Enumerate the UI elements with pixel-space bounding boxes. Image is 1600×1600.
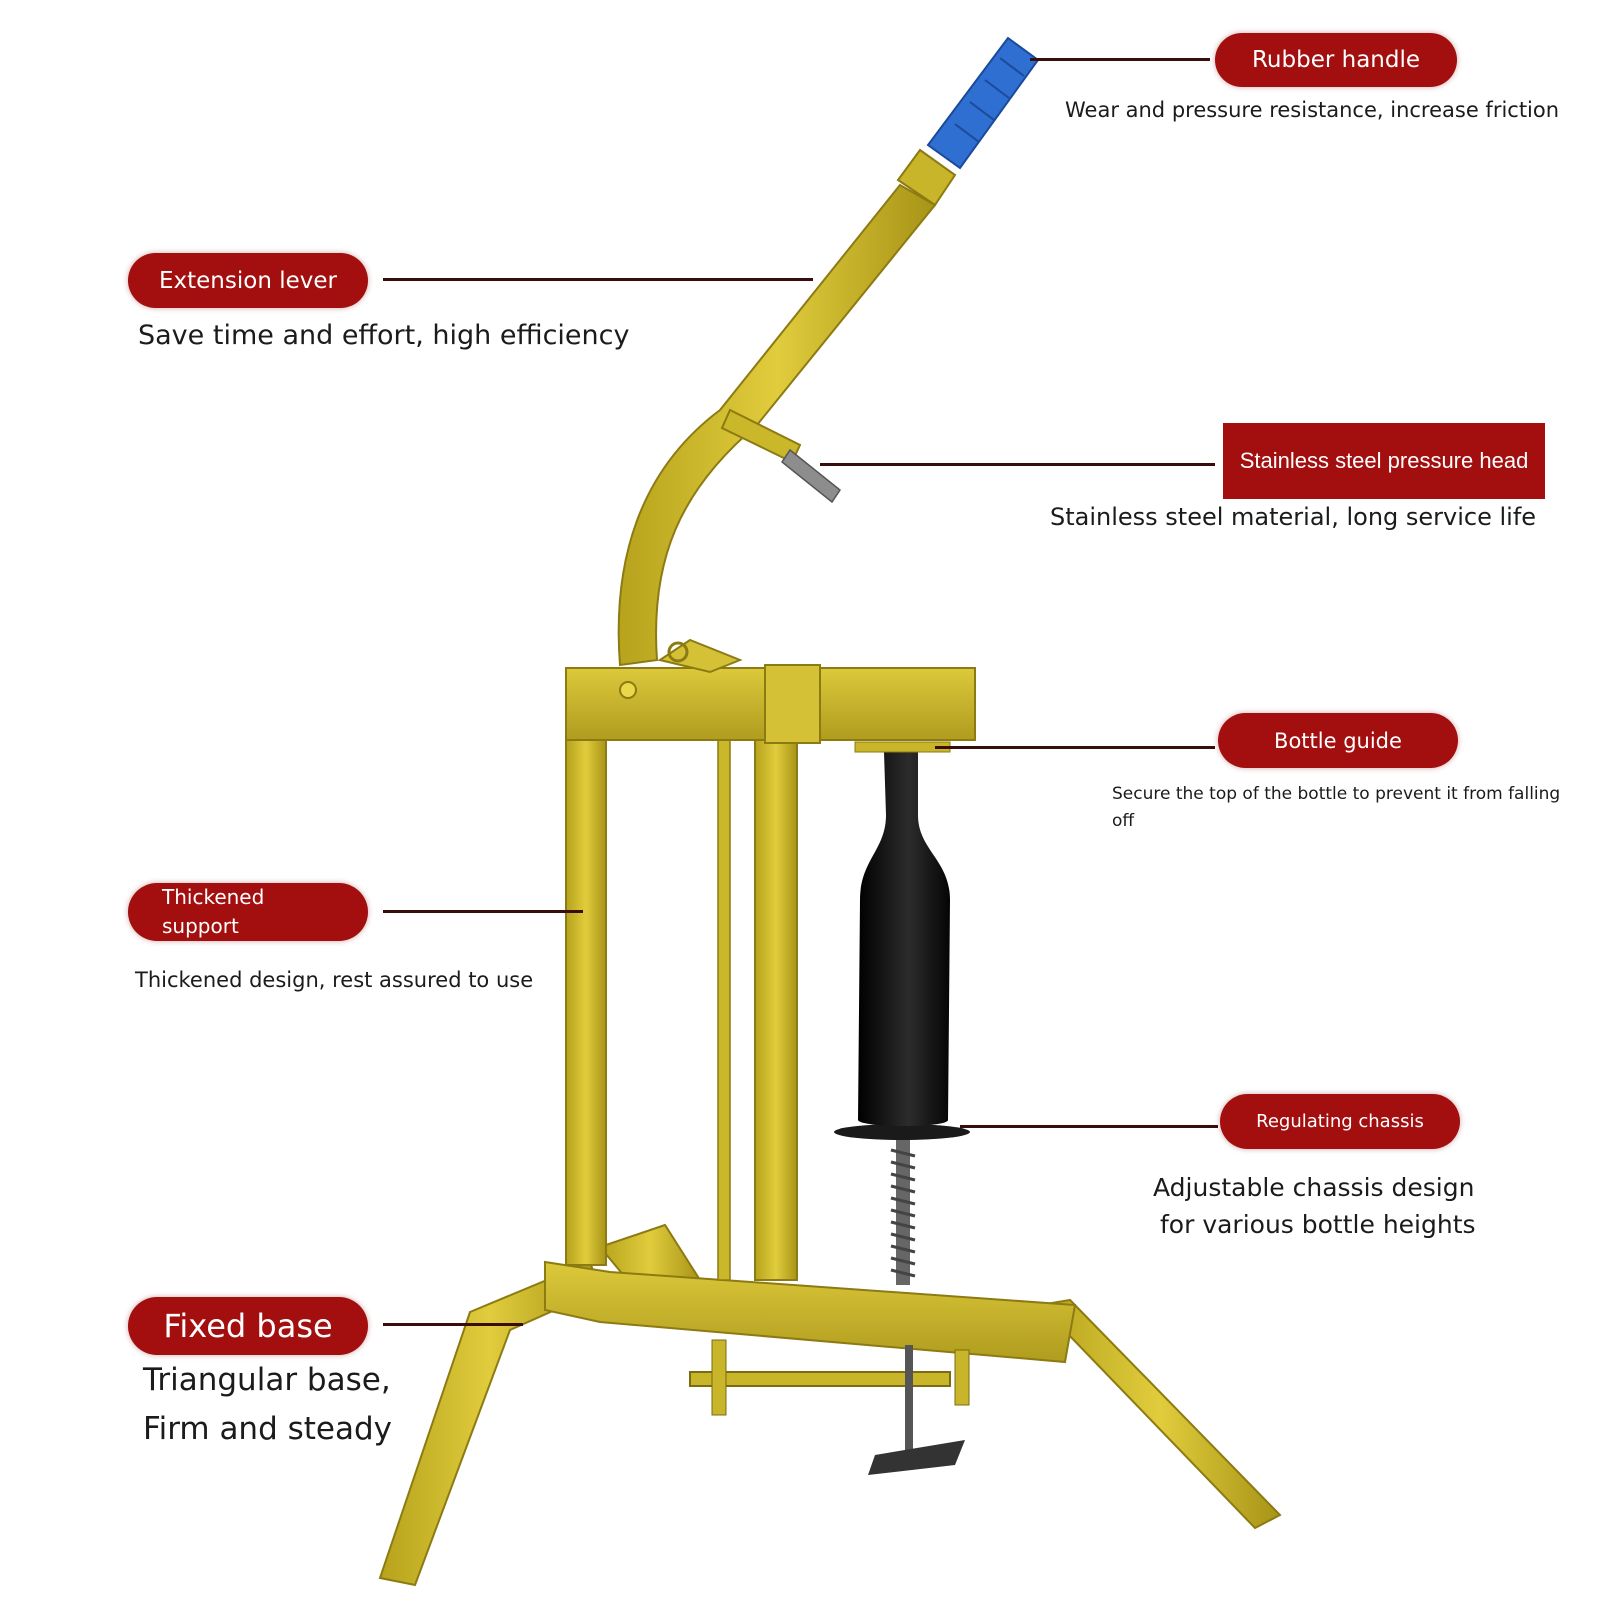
fixed-base-description-line1: Triangular base,	[143, 1362, 391, 1398]
regulating-chassis-label: Regulating chassis	[1256, 1111, 1424, 1132]
lever	[617, 183, 937, 667]
chassis-plate	[834, 1124, 970, 1140]
rubber-handle-label: Rubber handle	[1251, 47, 1421, 73]
left-post	[565, 734, 607, 1266]
thickened-support-label: Thickened support	[162, 885, 265, 938]
leader-line-rubber-handle	[1030, 58, 1210, 61]
thickened-support-badge: Thickened support	[128, 883, 368, 941]
pressure-head-description: Stainless steel material, long service l…	[1050, 503, 1537, 531]
guide-rod	[717, 734, 731, 1281]
clamp-screw	[905, 1345, 913, 1470]
base-beam	[544, 1260, 1077, 1364]
thickened-support-description: Thickened design, rest assured to use	[135, 968, 534, 992]
extension-lever-badge: Extension lever	[128, 253, 368, 308]
regulating-chassis-description-line1: Adjustable chassis design	[1153, 1173, 1475, 1202]
pressure-head-badge: Stainless steel pressure head	[1223, 423, 1545, 499]
pivot-bolt	[619, 681, 637, 699]
clamp-bar	[689, 1371, 951, 1387]
extension-lever-description: Save time and effort, high efficiency	[138, 320, 630, 351]
crossbar-block	[764, 664, 821, 744]
clamp-post	[711, 1339, 727, 1416]
fixed-base-badge: Fixed base	[128, 1297, 368, 1355]
bottle-guide-badge: Bottle guide	[1218, 713, 1458, 768]
clamp-plate	[868, 1440, 965, 1475]
leader-line-pressure-head	[820, 463, 1215, 466]
rubber-handle-grip	[896, 36, 1040, 207]
pressure-head-label: Stainless steel pressure head	[1239, 448, 1529, 473]
bottle	[858, 752, 950, 1126]
right-leg	[1037, 1298, 1282, 1530]
pressure-head	[720, 408, 842, 504]
rubber-handle-description: Wear and pressure resistance, increase f…	[1065, 98, 1560, 122]
regulating-chassis-badge: Regulating chassis	[1220, 1094, 1460, 1149]
fixed-base-label: Fixed base	[163, 1307, 333, 1345]
regulating-chassis-description-line2: for various bottle heights	[1160, 1210, 1476, 1239]
rubber-handle-badge: Rubber handle	[1215, 33, 1457, 87]
leader-line-extension-lever	[383, 278, 813, 281]
extension-lever-label: Extension lever	[159, 267, 337, 294]
bottle-guide-description: Secure the top of the bottle to prevent …	[1112, 784, 1561, 831]
leader-line-bottle-guide	[935, 746, 1215, 749]
fixed-base-description-line2: Firm and steady	[143, 1411, 393, 1447]
clamp-post	[954, 1349, 970, 1406]
leader-line-thickened-support	[383, 910, 583, 913]
leader-line-fixed-base	[383, 1323, 523, 1326]
bottle-guide-label: Bottle guide	[1274, 728, 1402, 753]
linkage	[657, 638, 743, 674]
middle-post	[754, 734, 798, 1281]
spring	[890, 1148, 916, 1278]
leader-line-regulating-chassis	[960, 1125, 1218, 1128]
